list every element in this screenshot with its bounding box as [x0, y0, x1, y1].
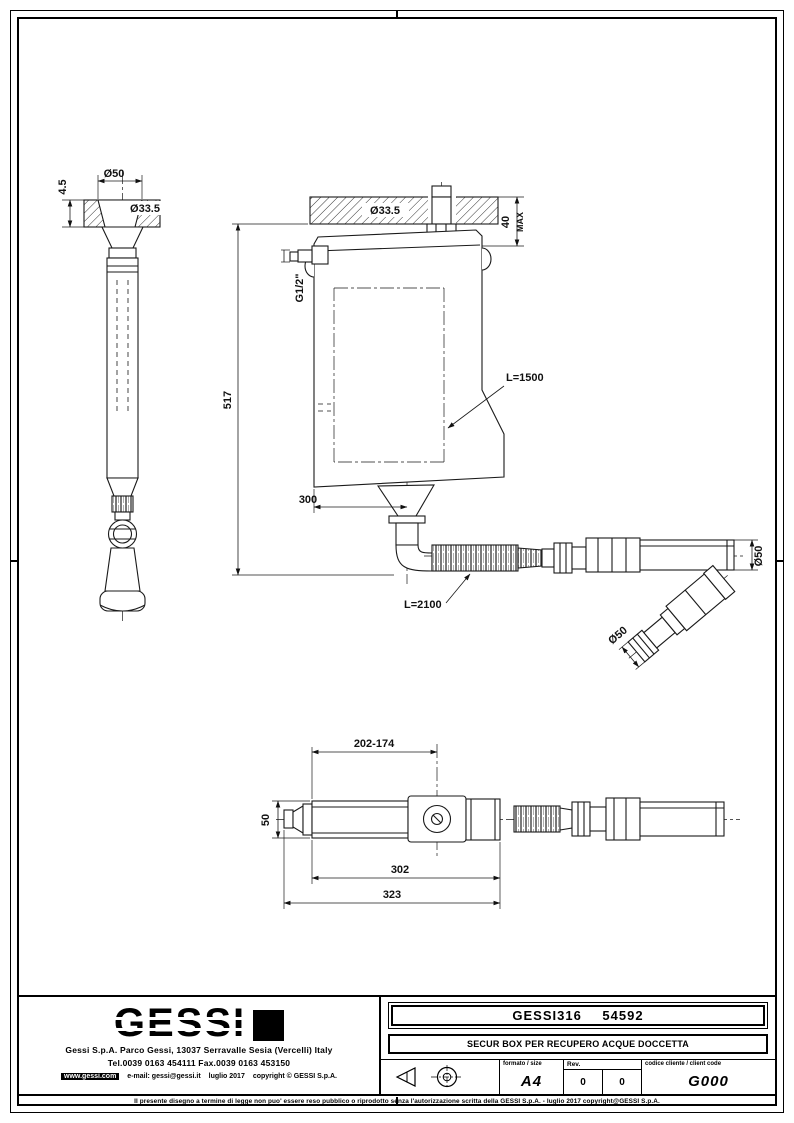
handshower-assembly: 4.5 Ø50 Ø33.5 [57, 168, 168, 622]
dim-body-adjust-range: 202-174 [354, 738, 395, 750]
revision-value-2: 0 [602, 1070, 641, 1094]
dim-hose-length-inlet: L=1500 [506, 372, 544, 384]
title-block-data: GESSI316 54592 SECUR BOX PER RECUPERO AC… [379, 997, 775, 1094]
company-contacts: www.gessi.com e-mail: gessi@gessi.it lug… [19, 1073, 379, 1080]
corrugated-hose [431, 544, 519, 572]
drawing-canvas: 4.5 Ø50 Ø33.5 Ø33.5 [57, 168, 765, 909]
company-phone: Tel.0039 0163 454111 Fax.0039 0163 45315… [107, 1058, 291, 1068]
gessi-logo-square-icon [253, 1010, 285, 1041]
client-code-value: G000 [688, 1072, 729, 1090]
legal-footer: Il presente disegno a termine di legge n… [19, 1094, 775, 1106]
inlet-fitting: G1/2" [281, 245, 329, 303]
knurled-ring [111, 495, 134, 513]
drain-elbow [376, 482, 435, 584]
wall-pipe-bottom [639, 801, 725, 837]
dim-recess-depth-suffix: MAX [515, 212, 525, 232]
dim-body-total-length: 323 [383, 889, 401, 901]
internal-hose-outline [318, 287, 445, 463]
dim-pipe-dia: Ø50 [753, 546, 765, 567]
sheet-size-label: formato / size [503, 1061, 542, 1067]
dim-recess-depth: 40 [500, 216, 512, 228]
client-code-label: codice cliente / client code [645, 1061, 722, 1067]
part-description: SECUR BOX PER RECUPERO ACQUE DOCCETTA [388, 1034, 768, 1054]
flex-hose-bottom [513, 805, 561, 833]
handle [104, 547, 141, 592]
sheet-size-cell: formato / size A4 [499, 1060, 563, 1094]
drain-hose-chain: Ø50 L=2100 Ø50 [404, 537, 765, 670]
gessi-logo: GESSI [19, 1001, 379, 1046]
client-code-cell: codice cliente / client code G000 [641, 1060, 775, 1094]
title-block: GESSI Gessi S.p.A. Parco Gessi, 13037 Se… [19, 995, 775, 1094]
drawing-date: luglio 2017 [208, 1073, 245, 1080]
dim-body-dia: 50 [260, 814, 272, 826]
mount-ear-right [481, 247, 492, 271]
dim-drain-offset: 300 [299, 494, 317, 506]
dim-body-length: 302 [391, 864, 409, 876]
revision-cell: Rev. 0 0 [563, 1060, 641, 1094]
centering-tick-top [396, 10, 398, 18]
title-block-company: GESSI Gessi S.p.A. Parco Gessi, 13037 Se… [19, 997, 379, 1094]
wall-coupler-bottom [605, 797, 641, 841]
centering-tick-bottom [396, 1097, 398, 1106]
logo-stripe [105, 1028, 253, 1031]
projection-symbol-cell [381, 1060, 499, 1094]
dim-left-hole-dia: Ø33.5 [130, 203, 160, 215]
coupler [585, 537, 641, 573]
centering-tick-left [10, 560, 18, 562]
company-address: Gessi S.p.A. Parco Gessi, 13037 Serraval… [65, 1045, 333, 1055]
dim-tank-hole-dia: Ø33.5 [370, 205, 400, 217]
dim-left-thickness: 4.5 [57, 179, 69, 194]
title-block-meta-row: formato / size A4 Rev. 0 0 codice client… [381, 1059, 775, 1094]
first-angle-projection-icon [395, 1065, 463, 1089]
secur-box-side-view: 202-174 50 302 323 [260, 738, 740, 909]
centering-tick-right [776, 560, 784, 562]
dim-tank-height: 517 [222, 391, 234, 409]
ball-joint [107, 519, 138, 549]
sheet-size-value: A4 [520, 1072, 543, 1090]
shower-column [106, 257, 139, 479]
dim-inlet-thread: G1/2" [294, 273, 306, 302]
secur-box-tank: Ø33.5 40 MAX [222, 182, 544, 584]
dim-left-flange-dia: Ø50 [104, 168, 125, 180]
revision-value-1: 0 [580, 1076, 586, 1088]
angled-wall-fitting [618, 564, 736, 670]
dim-hose-length-drain: L=2100 [404, 599, 442, 611]
logo-stripe [105, 1017, 253, 1020]
union-nut [553, 542, 573, 574]
outlet-pipe [639, 539, 735, 571]
part-number-box: GESSI316 54592 [388, 1002, 768, 1029]
revision-label: Rev. [564, 1060, 641, 1070]
company-website: www.gessi.com [61, 1073, 120, 1080]
gessi-logo-text: GESSI [113, 1001, 247, 1046]
company-email: e-mail: gessi@gessi.it [127, 1073, 201, 1080]
tank-body [313, 229, 505, 488]
copyright-note: copyright © GESSI S.p.A. [252, 1073, 337, 1080]
end-block [465, 798, 501, 841]
part-number: GESSI316 54592 [391, 1005, 765, 1026]
